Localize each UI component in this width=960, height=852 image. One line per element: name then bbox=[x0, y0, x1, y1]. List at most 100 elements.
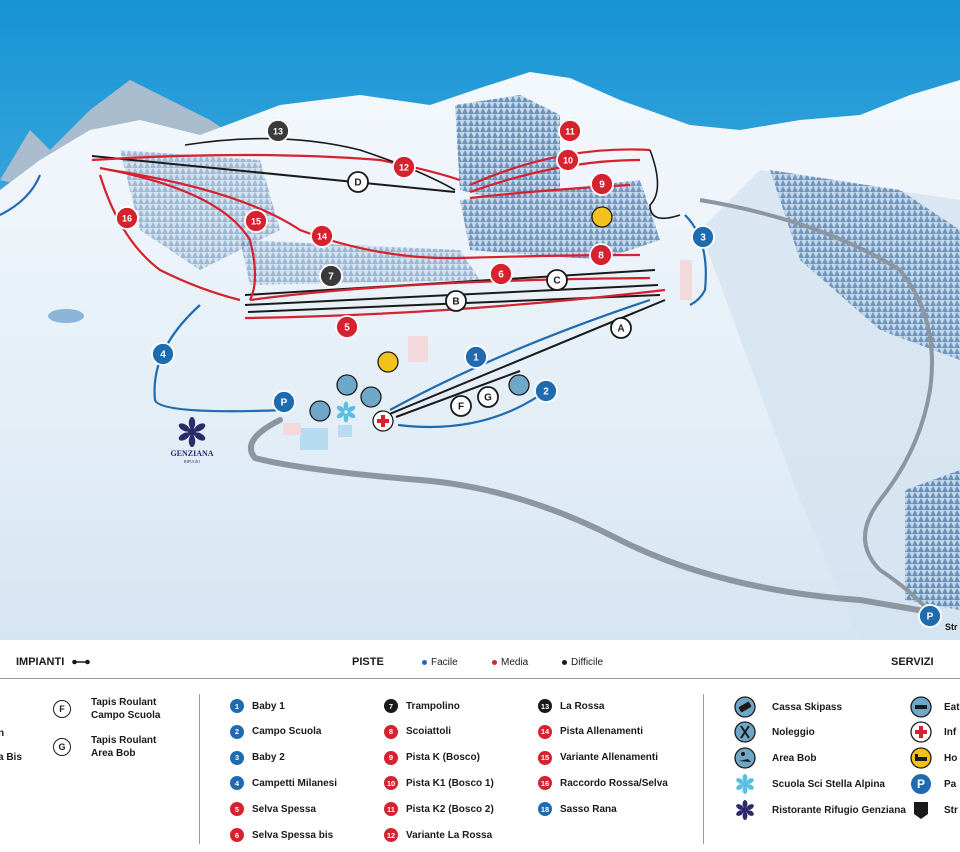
header-divider bbox=[0, 678, 960, 679]
service-info: Inf bbox=[910, 721, 956, 743]
svg-text:3: 3 bbox=[700, 233, 706, 244]
run-number-badge: 10 bbox=[384, 776, 398, 791]
run-name: Baby 2 bbox=[252, 752, 285, 764]
servizi-header: SERVIZI bbox=[891, 656, 934, 668]
key-media-label: Media bbox=[501, 657, 529, 668]
run-number-badge: 16 bbox=[538, 776, 552, 791]
edelweiss-icon bbox=[734, 799, 756, 821]
svg-text:10: 10 bbox=[563, 156, 573, 166]
legend-separator bbox=[199, 694, 200, 844]
tapis-item-f: F Tapis Roulant Campo Scuola bbox=[53, 696, 160, 722]
lake bbox=[48, 309, 84, 323]
legend: IMPIANTI PISTE Facile Media Difficile SE… bbox=[0, 640, 960, 852]
run-badge: 9 bbox=[590, 172, 614, 196]
first-aid-cross bbox=[377, 415, 389, 427]
forest-bottom-right bbox=[905, 470, 960, 610]
service-hotel: Ho bbox=[910, 747, 957, 769]
key-difficile-label: Difficile bbox=[571, 657, 604, 668]
building bbox=[338, 425, 352, 437]
run-left-edge-path bbox=[0, 174, 42, 216]
svg-text:16: 16 bbox=[122, 214, 132, 224]
lift-badge: B bbox=[445, 290, 467, 312]
run-name: La Rossa bbox=[560, 700, 605, 712]
run-badge: 12 bbox=[392, 155, 416, 179]
run-legend-item: 8 Scoiattoli bbox=[384, 724, 452, 739]
service-area-bob-label: Area Bob bbox=[772, 752, 817, 764]
first-aid-icon bbox=[910, 721, 932, 743]
black-dot-icon bbox=[562, 660, 567, 665]
svg-text:2: 2 bbox=[543, 387, 549, 398]
run-badge: 8 bbox=[589, 243, 613, 267]
key-media: Media bbox=[492, 657, 528, 668]
run-name: Sasso Rana bbox=[560, 803, 617, 815]
ski-school-icon bbox=[336, 401, 356, 423]
lift-g-badge: G bbox=[53, 738, 71, 756]
run-name: Pista Allenamenti bbox=[560, 726, 643, 738]
run-badge: 10 bbox=[556, 148, 580, 172]
building bbox=[408, 336, 428, 362]
hotel-bed-icon bbox=[591, 206, 613, 228]
run-name: Baby 1 bbox=[252, 700, 285, 712]
key-difficile: Difficile bbox=[562, 657, 603, 668]
hotel-bed-icon bbox=[910, 747, 932, 769]
svg-text:11: 11 bbox=[565, 127, 575, 137]
svg-text:15: 15 bbox=[251, 217, 261, 227]
run-name: Variante La Rossa bbox=[406, 829, 493, 841]
key-facile-label: Facile bbox=[431, 657, 458, 668]
run-name: Campetti Milanesi bbox=[252, 777, 338, 789]
lift-item-cut: n bbox=[0, 728, 5, 739]
service-scuola-sci: Scuola Sci Stella Alpina bbox=[734, 773, 885, 795]
service-info-label: Inf bbox=[944, 726, 957, 738]
restaurant-icon bbox=[336, 374, 358, 396]
run-badge: 1 bbox=[464, 345, 488, 369]
svg-text:F: F bbox=[458, 402, 464, 413]
run-15-path bbox=[99, 166, 257, 301]
run-badge: 4 bbox=[151, 342, 175, 366]
run-7-path bbox=[649, 149, 681, 220]
run-number-badge: 8 bbox=[384, 724, 398, 739]
service-cassa-skipass: Cassa Skipass bbox=[734, 696, 842, 718]
svg-text:12: 12 bbox=[399, 163, 409, 173]
tapis-f-text: Tapis Roulant Campo Scuola bbox=[91, 696, 160, 722]
tapis-f-line1: Tapis Roulant bbox=[91, 697, 157, 708]
tapis-g-line2: Area Bob bbox=[91, 748, 136, 759]
run-badge: 16 bbox=[115, 206, 139, 230]
svg-text:7: 7 bbox=[328, 272, 334, 283]
svg-text:B: B bbox=[452, 297, 459, 308]
svg-text:8: 8 bbox=[598, 251, 604, 262]
legend-separator bbox=[703, 694, 704, 844]
road-label: Str bbox=[945, 622, 958, 632]
forest-center bbox=[460, 180, 660, 260]
run-legend-item: 4 Campetti Milanesi bbox=[230, 776, 338, 791]
run-number-badge: 2 bbox=[230, 724, 244, 739]
blue-dot-icon bbox=[422, 660, 427, 665]
service-ristorante-label: Ristorante Rifugio Genziana bbox=[772, 804, 906, 816]
service-parking: P Pa bbox=[910, 773, 956, 795]
genziana-logo: GENZIANA RIFUGIO bbox=[170, 417, 214, 464]
lift-item-cut: a Bis bbox=[0, 752, 22, 763]
lift-f-badge: F bbox=[53, 700, 71, 718]
run-number-badge: 15 bbox=[538, 750, 552, 765]
run-name: Pista K1 (Bosco 1) bbox=[406, 777, 494, 789]
run-name: Scoiattoli bbox=[406, 726, 452, 738]
edelweiss-icon bbox=[178, 417, 206, 447]
run-name: Variante Allenamenti bbox=[560, 752, 658, 764]
run-14-path bbox=[109, 168, 461, 260]
run-8-path bbox=[459, 253, 641, 260]
run-number-badge: 4 bbox=[230, 776, 244, 791]
run-1-path bbox=[389, 298, 651, 411]
svg-text:14: 14 bbox=[317, 232, 327, 242]
hotel-bed-icon bbox=[377, 351, 399, 373]
parking-badge: P bbox=[918, 604, 942, 628]
building bbox=[680, 260, 692, 300]
ski-school-icon bbox=[734, 773, 756, 795]
service-eat: Eat bbox=[910, 696, 960, 718]
forest-right bbox=[770, 170, 960, 360]
svg-text:5: 5 bbox=[344, 323, 350, 334]
